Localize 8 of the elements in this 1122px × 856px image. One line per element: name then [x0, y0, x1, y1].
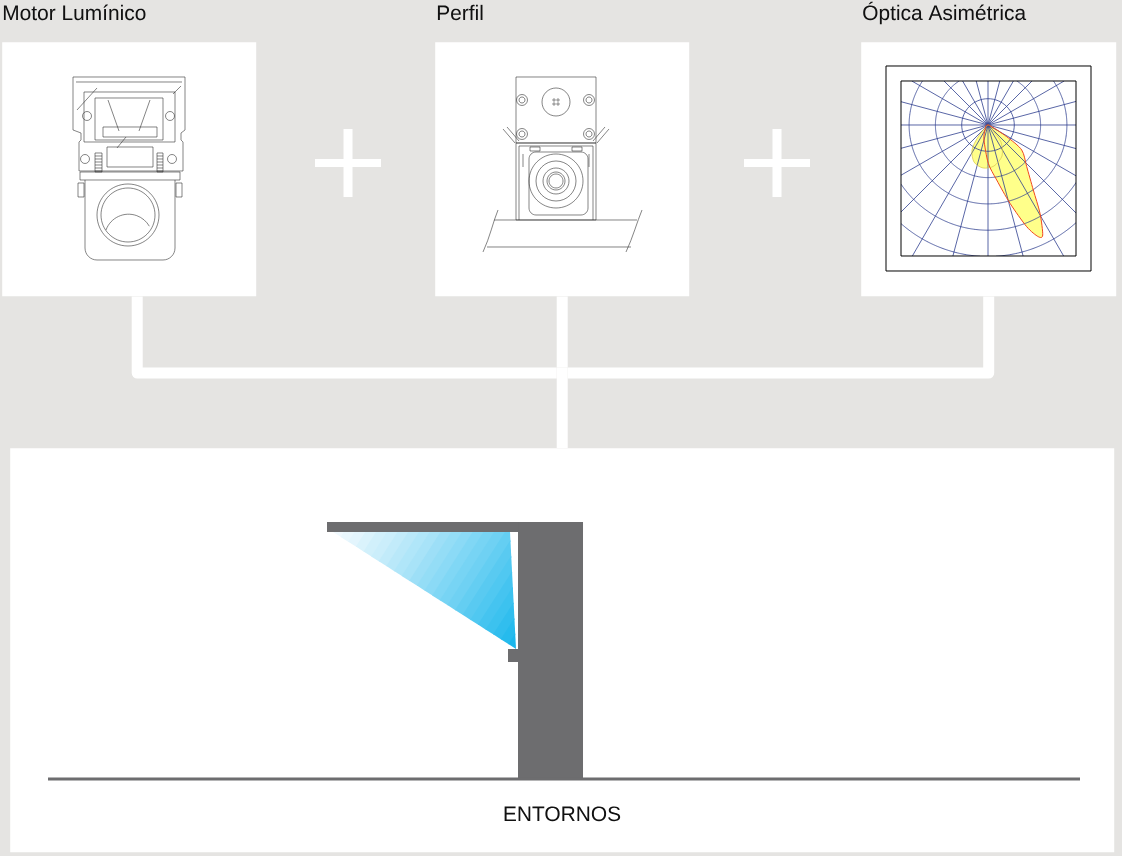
heading: Perfil	[437, 4, 483, 21]
label: ENTORNOS	[504, 806, 621, 822]
connector-line	[131, 296, 557, 379]
heading: Óptica Asimétrica	[863, 1, 1027, 25]
heading: Motor Lumínico	[3, 4, 146, 21]
connector-line	[567, 296, 995, 379]
connector-line	[556, 296, 568, 368]
connector-line	[556, 367, 568, 448]
